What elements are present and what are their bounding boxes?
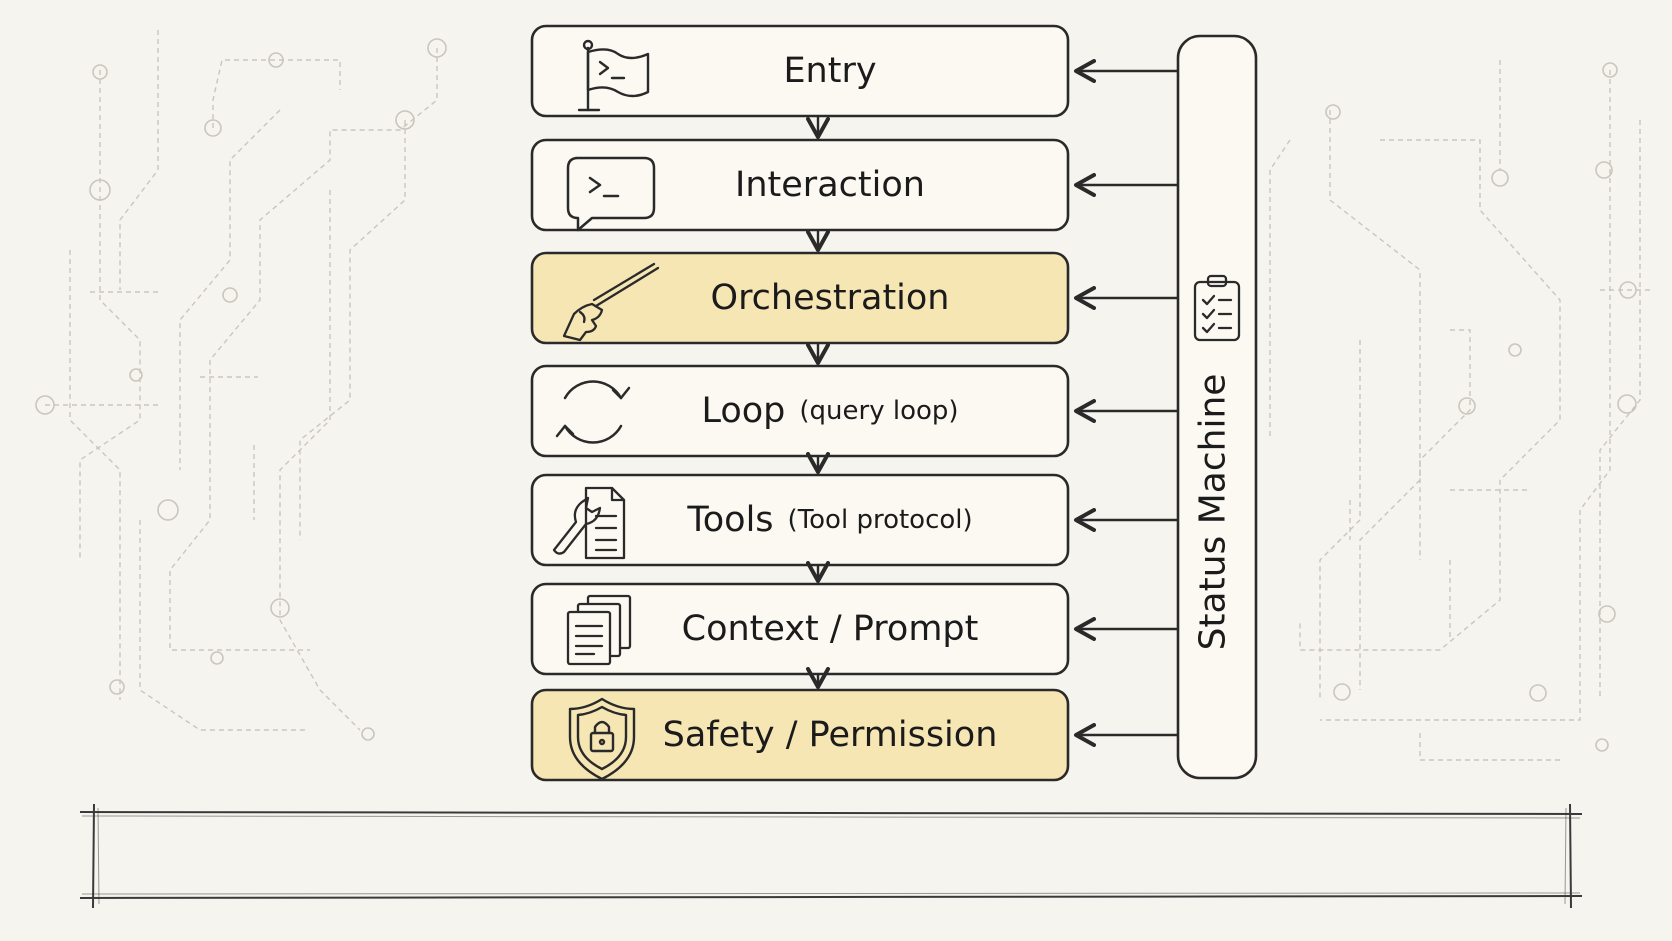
- wrench-document-icon: [552, 486, 626, 560]
- status-machine-rail: [1176, 34, 1258, 780]
- status-machine-label: Status Machine: [1192, 373, 1234, 651]
- layer-box-context-prompt: [530, 582, 1070, 676]
- flag-terminal-icon: [577, 39, 650, 112]
- layer-box-tools: [530, 473, 1070, 567]
- circuit-nodes-left: [35, 38, 447, 741]
- conductor-baton-icon: [562, 262, 660, 342]
- layer-boxes: [530, 24, 1070, 782]
- layer-box-interaction: [530, 138, 1070, 232]
- layer-box-loop: [530, 364, 1070, 458]
- layer-box-safety-permission: [530, 688, 1070, 782]
- layer-box-orchestration: [530, 251, 1070, 345]
- clipboard-checklist-icon: [1193, 274, 1241, 342]
- terminal-chat-icon: [566, 156, 656, 232]
- layer-box-entry: [530, 24, 1070, 118]
- circuit-decoration-right: [1269, 60, 1650, 761]
- circuit-nodes-right: [1325, 62, 1637, 752]
- bottom-panel: [79, 803, 1583, 909]
- refresh-cycle-icon: [555, 380, 631, 444]
- shield-lock-icon: [568, 697, 636, 781]
- circuit-decoration-left: [45, 30, 438, 731]
- document-stack-icon: [566, 594, 632, 666]
- status-feedback-arrows: [1074, 59, 1178, 747]
